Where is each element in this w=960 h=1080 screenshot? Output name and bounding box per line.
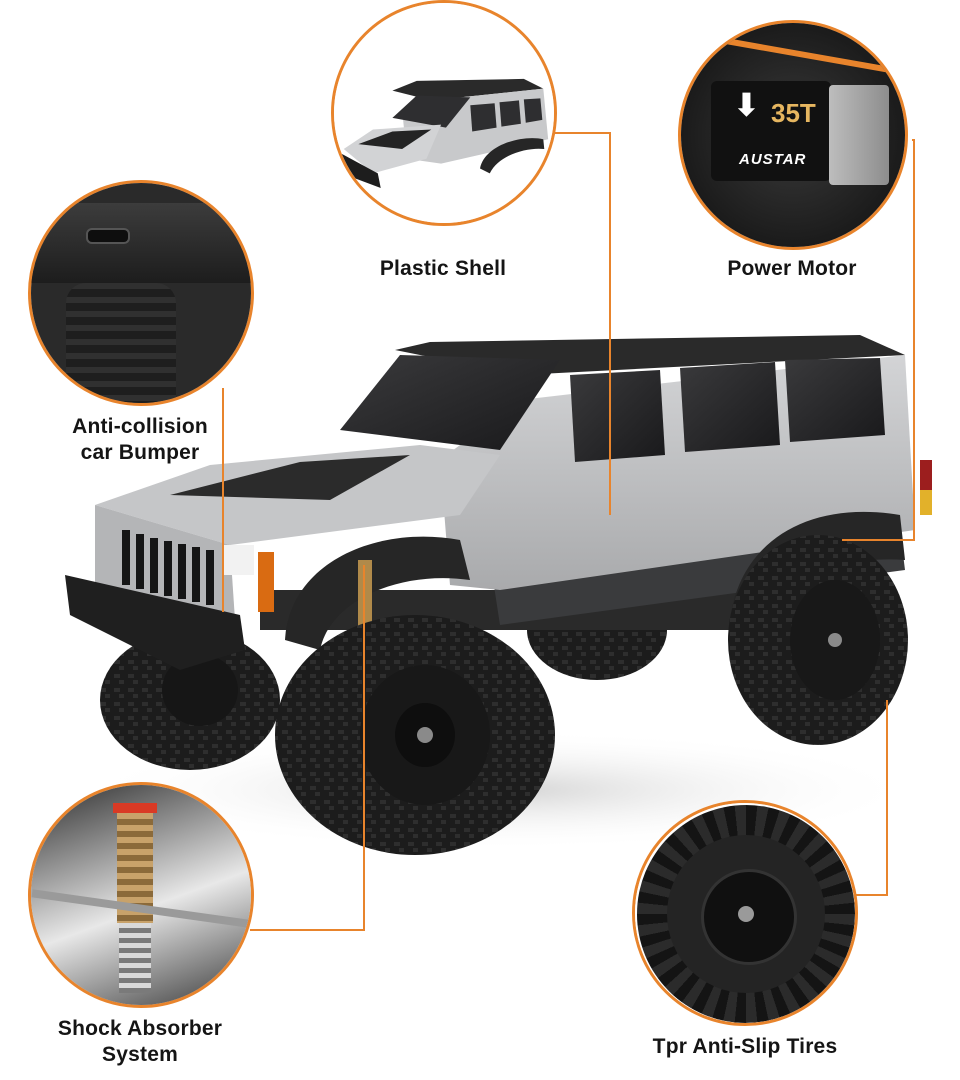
rear-near-wheel [728, 535, 908, 745]
shock-absorber-image [31, 785, 251, 1005]
power-motor-image: ⬇ 35T AUSTAR [681, 23, 905, 247]
plastic-shell-label: Plastic Shell [379, 257, 507, 280]
shock-absorber-label: Shock Absorber System [57, 1017, 223, 1066]
anti-collision-bumper-image [31, 183, 251, 403]
motor-arrow-icon: ⬇ [733, 87, 760, 123]
connector-lines [222, 132, 915, 931]
power-motor-circle: ⬇ 35T AUSTAR [678, 20, 908, 250]
power-motor-label: Power Motor [727, 257, 857, 280]
shock-cap [113, 803, 157, 813]
anti-slip-tires-circle [632, 800, 858, 1026]
tire-hub [738, 906, 754, 922]
motor-wire-orange [721, 37, 901, 75]
anti-slip-tires-image [635, 803, 855, 1023]
bumper-tire [66, 283, 176, 403]
plastic-shell-image [334, 3, 554, 223]
motor-brand-text: AUSTAR [739, 151, 807, 168]
front-far-wheel [100, 630, 280, 770]
bumper-plate [31, 203, 251, 283]
front-near-wheel [275, 615, 555, 855]
motor-can [711, 81, 831, 181]
plastic-shell-circle [331, 0, 557, 226]
anti-collision-bumper-circle [28, 180, 254, 406]
anti-slip-tires-label: Tpr Anti-Slip Tires [652, 1035, 838, 1058]
shock-absorber-circle [28, 782, 254, 1008]
motor-turns-text: 35T [771, 98, 816, 128]
winch-fairlead [86, 228, 130, 244]
anti-collision-bumper-label: Anti-collision car Bumper [72, 415, 208, 464]
shock-spring-lower [119, 923, 151, 993]
motor-endbell [829, 85, 889, 185]
